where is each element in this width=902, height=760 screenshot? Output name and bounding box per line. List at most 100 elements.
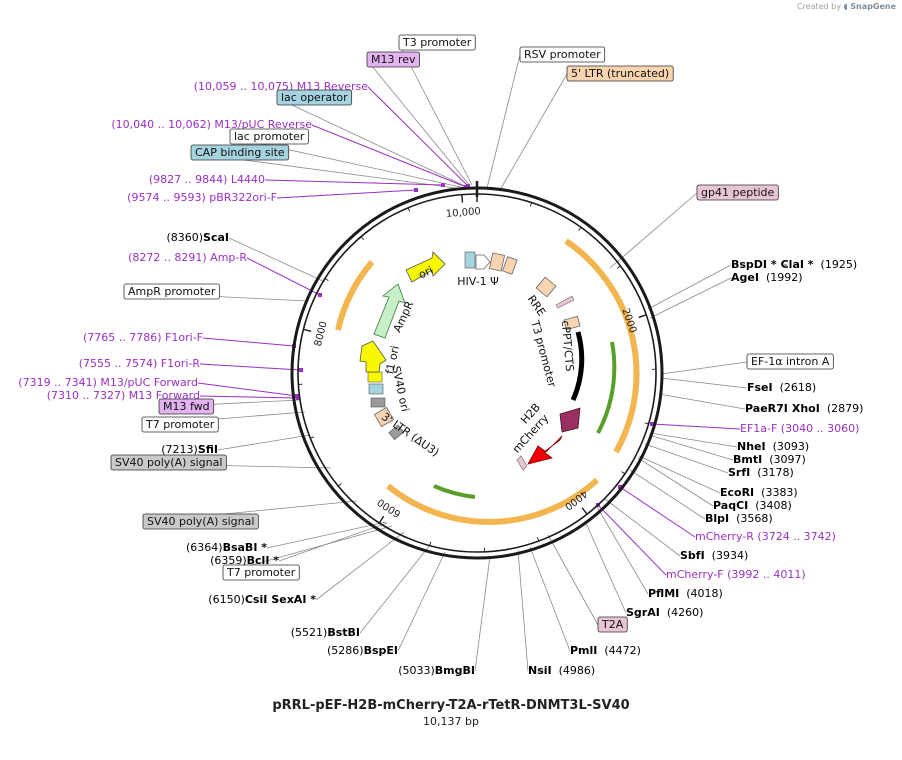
rsv-promoter-annotation: RSV promoter [519, 46, 606, 63]
callout-line [397, 551, 446, 652]
enzyme-name: PmlI [570, 644, 597, 657]
snapgene-logo-icon: ◖ [843, 2, 848, 11]
t2a-feature [516, 455, 528, 471]
enzyme-position: (6150) [208, 593, 252, 606]
primer-label: mCherry-R (3724 .. 3742) [695, 530, 836, 543]
gp41-feature [555, 295, 575, 309]
feature-box [123, 283, 220, 300]
callout-line [228, 237, 326, 283]
feature-box-label: T3 promoter [402, 36, 472, 49]
callout-line [246, 257, 321, 296]
cap-binding-site-annotation: CAP binding site [190, 144, 290, 161]
enzyme-position: (4260) [660, 606, 704, 619]
lac-operator-annotation: lac operator [276, 89, 353, 106]
ltr5-feature [488, 252, 506, 272]
tick-label: 6000 [376, 496, 403, 519]
green-arrow-right [596, 341, 617, 434]
tick-mark [324, 278, 329, 281]
primer-label: (9827 .. 9844) L4440 [149, 173, 265, 186]
feature-box [746, 353, 834, 370]
tick-mark [616, 265, 621, 269]
pmli-4472-annotation: PmlI (4472) [570, 644, 641, 657]
10-040-10-062-m13-puc-reverse-annotation: (10,040 .. 10,062) M13/pUC Reverse [111, 118, 312, 131]
callout-line [660, 377, 748, 389]
feature-box-label: T7 promoter [145, 418, 215, 431]
enzyme-name: AgeI [731, 271, 759, 284]
primer-label: (7555 .. 7574) F1ori-R [79, 357, 201, 370]
green-arrow-bottom [433, 484, 476, 499]
feature-box [142, 513, 259, 530]
feature-box [141, 416, 219, 433]
backbone-inner-ring [297, 193, 657, 553]
7213-sfii-annotation: (7213) SfiI [161, 443, 218, 456]
enzyme-position: - [788, 402, 806, 415]
f1-ori-feature [359, 340, 387, 373]
tick-mark [644, 422, 649, 425]
feature-box-label: SV40 poly(A) signal [147, 515, 254, 528]
pflmi-4018-annotation: PflMI (4018) [648, 587, 723, 600]
tick-label: 10,000 [445, 206, 481, 220]
enzyme-name: SrfI [728, 466, 750, 479]
5-ltr-truncated-annotation: 5' LTR (truncated) [566, 65, 674, 82]
primer-label: mCherry-F (3992 .. 4011) [666, 568, 806, 581]
tick-mark [407, 207, 411, 212]
primer-label: EF1a-F (3040 .. 3060) [740, 422, 859, 435]
tick-mark [360, 236, 364, 240]
m13-rev-annotation: M13 rev [366, 51, 420, 68]
feature-box-label: CAP binding site [195, 146, 285, 159]
enzyme-position: (1992) [759, 271, 803, 284]
callout-line [529, 546, 571, 652]
callout-line [584, 520, 627, 614]
callout-line [604, 498, 681, 557]
enzyme-name: PaqCI [713, 499, 748, 512]
5033-bmgbi-annotation: (5033) BmgBI [398, 664, 475, 677]
callout-line [517, 549, 529, 672]
enzyme-name: ClaI * [781, 258, 814, 271]
paer7i-xhoi-2879-annotation: PaeR7I - XhoI (2879) [745, 402, 863, 415]
enzyme-position: - [267, 593, 285, 606]
enzyme-position: (6359) [210, 554, 254, 567]
feature-box [222, 564, 300, 581]
9827-9844-l4440-annotation: (9827 .. 9844) L4440 [149, 173, 265, 186]
enzyme-position: (3568) [729, 512, 773, 525]
callout-line [629, 469, 706, 520]
enzyme-name: BmtI [733, 453, 762, 466]
enzyme-position: (1925) [814, 258, 858, 271]
callout-line [547, 534, 599, 626]
ef1a-intron-feature [570, 331, 585, 402]
t3-promoter-inner-label: T3 promoter [528, 318, 559, 389]
feature-box [158, 398, 215, 415]
sgrai-4260-annotation: SgrAI (4260) [626, 606, 703, 619]
sv40-poly-a-signal-annotation: SV40 poly(A) signal [142, 513, 259, 530]
lac-promoter-annotation: lac promoter [229, 128, 309, 145]
mcherry-f-3992-4011-annotation: mCherry-F (3992 .. 4011) [666, 568, 806, 581]
feature-box-label: T7 promoter [226, 566, 296, 579]
enzyme-position: (2618) [773, 381, 817, 394]
feature-box [190, 144, 290, 161]
callout-line [658, 393, 746, 410]
primer-site-marker [618, 485, 622, 489]
t7-promoter-annotation: T7 promoter [222, 564, 300, 581]
callout-line [649, 277, 732, 319]
callout-line [619, 486, 696, 538]
bspdi-clai-1925-annotation: BspDI * - ClaI * (1925) [731, 258, 857, 271]
bmti-3097-annotation: BmtI (3097) [733, 453, 806, 466]
primer-site-marker [414, 188, 418, 192]
callout-lines [110, 42, 748, 672]
feature-box-label: RSV promoter [524, 48, 601, 61]
enzyme-position: (2879) [820, 402, 864, 415]
psi-feature [502, 256, 518, 275]
feature-box-label: T2A [601, 618, 624, 631]
enzyme-name: CsiI [245, 593, 267, 606]
ef1a-f-3040-3060-annotation: EF1a-F (3040 .. 3060) [740, 422, 859, 435]
tick-mark [303, 328, 312, 332]
feature-box [366, 51, 420, 68]
callout-line [217, 434, 311, 451]
feature-box-label: lac operator [281, 91, 348, 104]
callout-line [359, 544, 431, 634]
callout-line [315, 531, 405, 601]
mcherry-r-3724-3742-annotation: mCherry-R (3724 .. 3742) [695, 530, 836, 543]
primer-site-marker [441, 183, 445, 187]
orange-arc-bottom [386, 477, 600, 525]
feature-box [566, 65, 674, 82]
